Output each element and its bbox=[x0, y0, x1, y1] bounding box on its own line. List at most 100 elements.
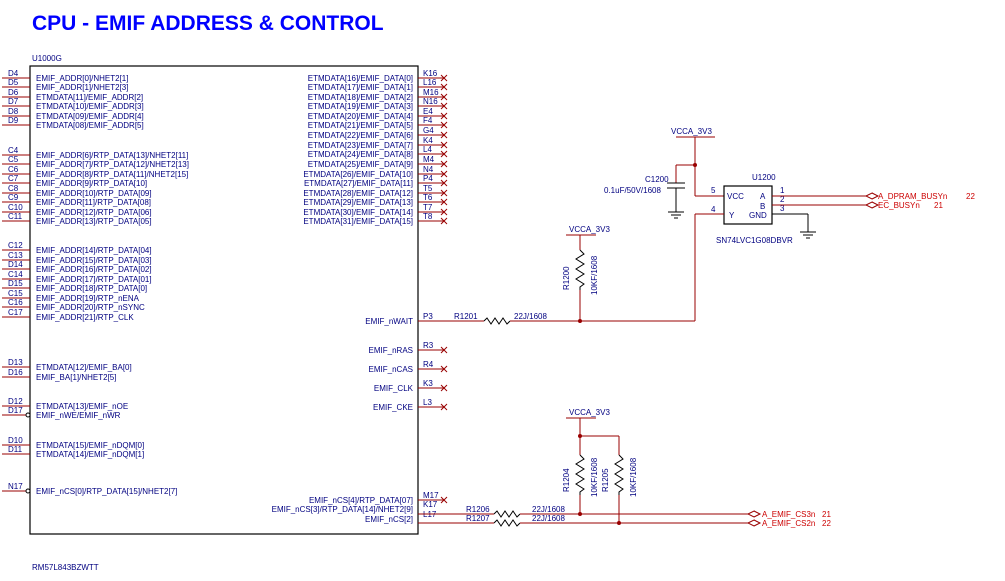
pin-number: T7 bbox=[423, 203, 433, 212]
pin-number: T5 bbox=[423, 184, 433, 193]
pin-label: EMIF_nCS[2] bbox=[365, 515, 413, 524]
pin-label: EMIF_CLK bbox=[374, 384, 414, 393]
pin-label: ETMDATA[29]/EMIF_DATA[13] bbox=[303, 198, 413, 207]
pin-number: D6 bbox=[8, 88, 19, 97]
pin-label: ETMDATA[10]/EMIF_ADDR[3] bbox=[36, 102, 144, 111]
pin-label: EMIF_ADDR[11]/RTP_DATA[08] bbox=[36, 198, 151, 207]
pin-number: C9 bbox=[8, 193, 19, 202]
power-rail-label-1: VCCA_3V3 bbox=[671, 127, 712, 136]
r1207-resistor bbox=[493, 519, 521, 527]
pin-number: R4 bbox=[423, 360, 434, 369]
r1207-value: 22J/1608 bbox=[532, 514, 565, 523]
pin-number: K17 bbox=[423, 500, 438, 509]
r1204-refdes: R1204 bbox=[562, 468, 571, 492]
page-title: CPU - EMIF ADDRESS & CONTROL bbox=[32, 12, 384, 35]
cpu-part-number: RM57L843BZWTT bbox=[32, 563, 99, 572]
u1200-pin-b: B bbox=[760, 202, 765, 211]
u1200-pin-y: Y bbox=[729, 211, 735, 220]
r1204-value: 10KF/1608 bbox=[590, 457, 599, 497]
r1207-refdes: R1207 bbox=[466, 514, 490, 523]
pin-label: EMIF_nCS[3]/RTP_DATA[14]/NHET2[9] bbox=[272, 505, 413, 514]
pin-label: EMIF_BA[1]/NHET2[5] bbox=[36, 373, 116, 382]
inverter-bubble bbox=[25, 488, 31, 494]
pin-number: N16 bbox=[423, 97, 438, 106]
pin-label: EMIF_ADDR[17]/RTP_DATA[01] bbox=[36, 275, 152, 284]
junction-dot bbox=[578, 434, 582, 438]
pin-number: T6 bbox=[423, 193, 433, 202]
pin-number: D13 bbox=[8, 358, 23, 367]
pin-label: EMIF_ADDR[14]/RTP_DATA[04] bbox=[36, 246, 152, 255]
offpage-label-ec-busy: EC_BUSYn bbox=[878, 201, 920, 210]
pin-number: D11 bbox=[8, 445, 23, 454]
pin-number: D17 bbox=[8, 406, 23, 415]
pin-label: EMIF_ADDR[19]/RTP_nENA bbox=[36, 294, 140, 303]
pin-number: D8 bbox=[8, 107, 19, 116]
u1200-part-number: SN74LVC1G08DBVR bbox=[716, 236, 793, 245]
pin-number: C7 bbox=[8, 174, 19, 183]
pin-label: EMIF_nCS[4]/RTP_DATA[07] bbox=[309, 496, 413, 505]
pin-label: ETMDATA[19]/EMIF_DATA[3] bbox=[308, 102, 413, 111]
u1200-pin5-num: 5 bbox=[711, 186, 716, 195]
u1200-pin-gnd: GND bbox=[749, 211, 767, 220]
offpage-label-dpram-busy: A_DPRAM_BUSYn bbox=[878, 192, 947, 201]
r1201-refdes: R1201 bbox=[454, 312, 478, 321]
c1200-refdes: C1200 bbox=[645, 175, 669, 184]
pin-number: C8 bbox=[8, 184, 19, 193]
pin-label: EMIF_ADDR[15]/RTP_DATA[03] bbox=[36, 256, 152, 265]
pin-label: ETMDATA[18]/EMIF_DATA[2] bbox=[308, 93, 413, 102]
pin-label: ETMDATA[28]/EMIF_DATA[12] bbox=[303, 189, 413, 198]
pin-number: F4 bbox=[423, 116, 433, 125]
pin-label: ETMDATA[12]/EMIF_BA[0] bbox=[36, 363, 132, 372]
r1205-resistor bbox=[614, 454, 624, 495]
pin-label: ETMDATA[30]/EMIF_DATA[14] bbox=[303, 208, 413, 217]
pin-number: M17 bbox=[423, 491, 439, 500]
pin-number: D14 bbox=[8, 260, 23, 269]
pin-label: EMIF_nCAS bbox=[369, 365, 413, 374]
pin-label: EMIF_ADDR[20]/RTP_nSYNC bbox=[36, 303, 145, 312]
pin-number: M4 bbox=[423, 155, 435, 164]
pin-label: EMIF_nCS[0]/RTP_DATA[15]/NHET2[7] bbox=[36, 487, 177, 496]
r1206-value: 22J/1608 bbox=[532, 505, 565, 514]
pin-number: C17 bbox=[8, 308, 23, 317]
u1200-pin2-num: 2 bbox=[780, 195, 785, 204]
pin-number: D9 bbox=[8, 116, 19, 125]
pin-label: ETMDATA[13]/EMIF_nOE bbox=[36, 402, 128, 411]
pin-number: P4 bbox=[423, 174, 433, 183]
pin-number: C14 bbox=[8, 270, 23, 279]
pin-number: L16 bbox=[423, 78, 437, 87]
pin-number: C5 bbox=[8, 155, 19, 164]
offpage-page-cs2: 22 bbox=[822, 519, 831, 528]
offpage-connectors bbox=[746, 192, 880, 527]
pin-label: EMIF_ADDR[18]/RTP_DATA[0] bbox=[36, 284, 147, 293]
offpage-page-dpram-busy: 22 bbox=[966, 192, 975, 201]
u1200-pin1-num: 1 bbox=[780, 186, 785, 195]
u1200-pin3-num: 3 bbox=[780, 204, 785, 213]
pin-number: N4 bbox=[423, 165, 434, 174]
r1206-resistor bbox=[493, 510, 521, 518]
cpu-left-pins: D4EMIF_ADDR[0]/NHET2[1]D5EMIF_ADDR[1]/NH… bbox=[2, 69, 189, 496]
pin-label: ETMDATA[23]/EMIF_DATA[7] bbox=[308, 141, 413, 150]
pin-label: ETMDATA[25]/EMIF_DATA[9] bbox=[308, 160, 413, 169]
pin-label: EMIF_ADDR[16]/RTP_DATA[02] bbox=[36, 265, 152, 274]
pin-label: ETMDATA[27]/EMIF_DATA[11] bbox=[304, 179, 413, 188]
pin-number: D5 bbox=[8, 78, 19, 87]
pin-number: R3 bbox=[423, 341, 434, 350]
